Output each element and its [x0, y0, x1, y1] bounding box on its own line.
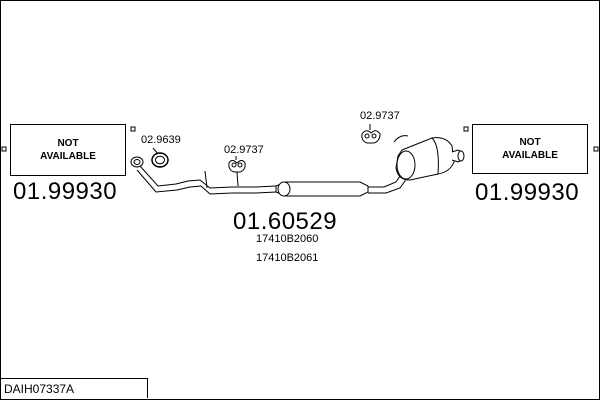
not-available-line1-left: NOT [57, 138, 79, 149]
diagram-id-box: DAIH07337A [0, 378, 148, 398]
not-available-line2-left: AVAILABLE [40, 151, 96, 162]
not-available-box-left: NOT AVAILABLE [10, 124, 126, 176]
part-number-left: 01.99930 [13, 178, 118, 205]
oem-code-2: 17410B2061 [256, 252, 319, 264]
main-part-number: 01.60529 [233, 208, 338, 235]
connector-marker-left [130, 126, 136, 132]
tailpipe [451, 149, 465, 163]
front-pipe-outline-top [139, 165, 277, 189]
not-available-box-right: NOT AVAILABLE [472, 124, 588, 174]
not-available-line2-right: AVAILABLE [502, 150, 558, 161]
connector-marker-right [463, 126, 469, 132]
rear-silencer [395, 137, 455, 181]
oem-code-1: 17410B2060 [256, 233, 319, 245]
edge-marker-left [1, 146, 7, 152]
gasket-leader-line [152, 147, 159, 155]
hanger-rod-front [204, 170, 208, 189]
diagram-id: DAIH07337A [4, 382, 75, 396]
hanger-bracket-rear [393, 135, 409, 143]
hanger-label-left: 02.9737 [224, 144, 264, 156]
hanger-label-right: 02.9737 [360, 110, 400, 122]
gasket-label: 02.9639 [141, 134, 181, 146]
not-available-line1-right: NOT [519, 137, 541, 148]
front-pipe-outline-bottom [136, 169, 277, 195]
rubber-hanger-right [361, 130, 381, 144]
part-number-right: 01.99930 [475, 179, 580, 206]
rubber-hanger-left [228, 160, 246, 173]
edge-marker-right [593, 146, 599, 152]
